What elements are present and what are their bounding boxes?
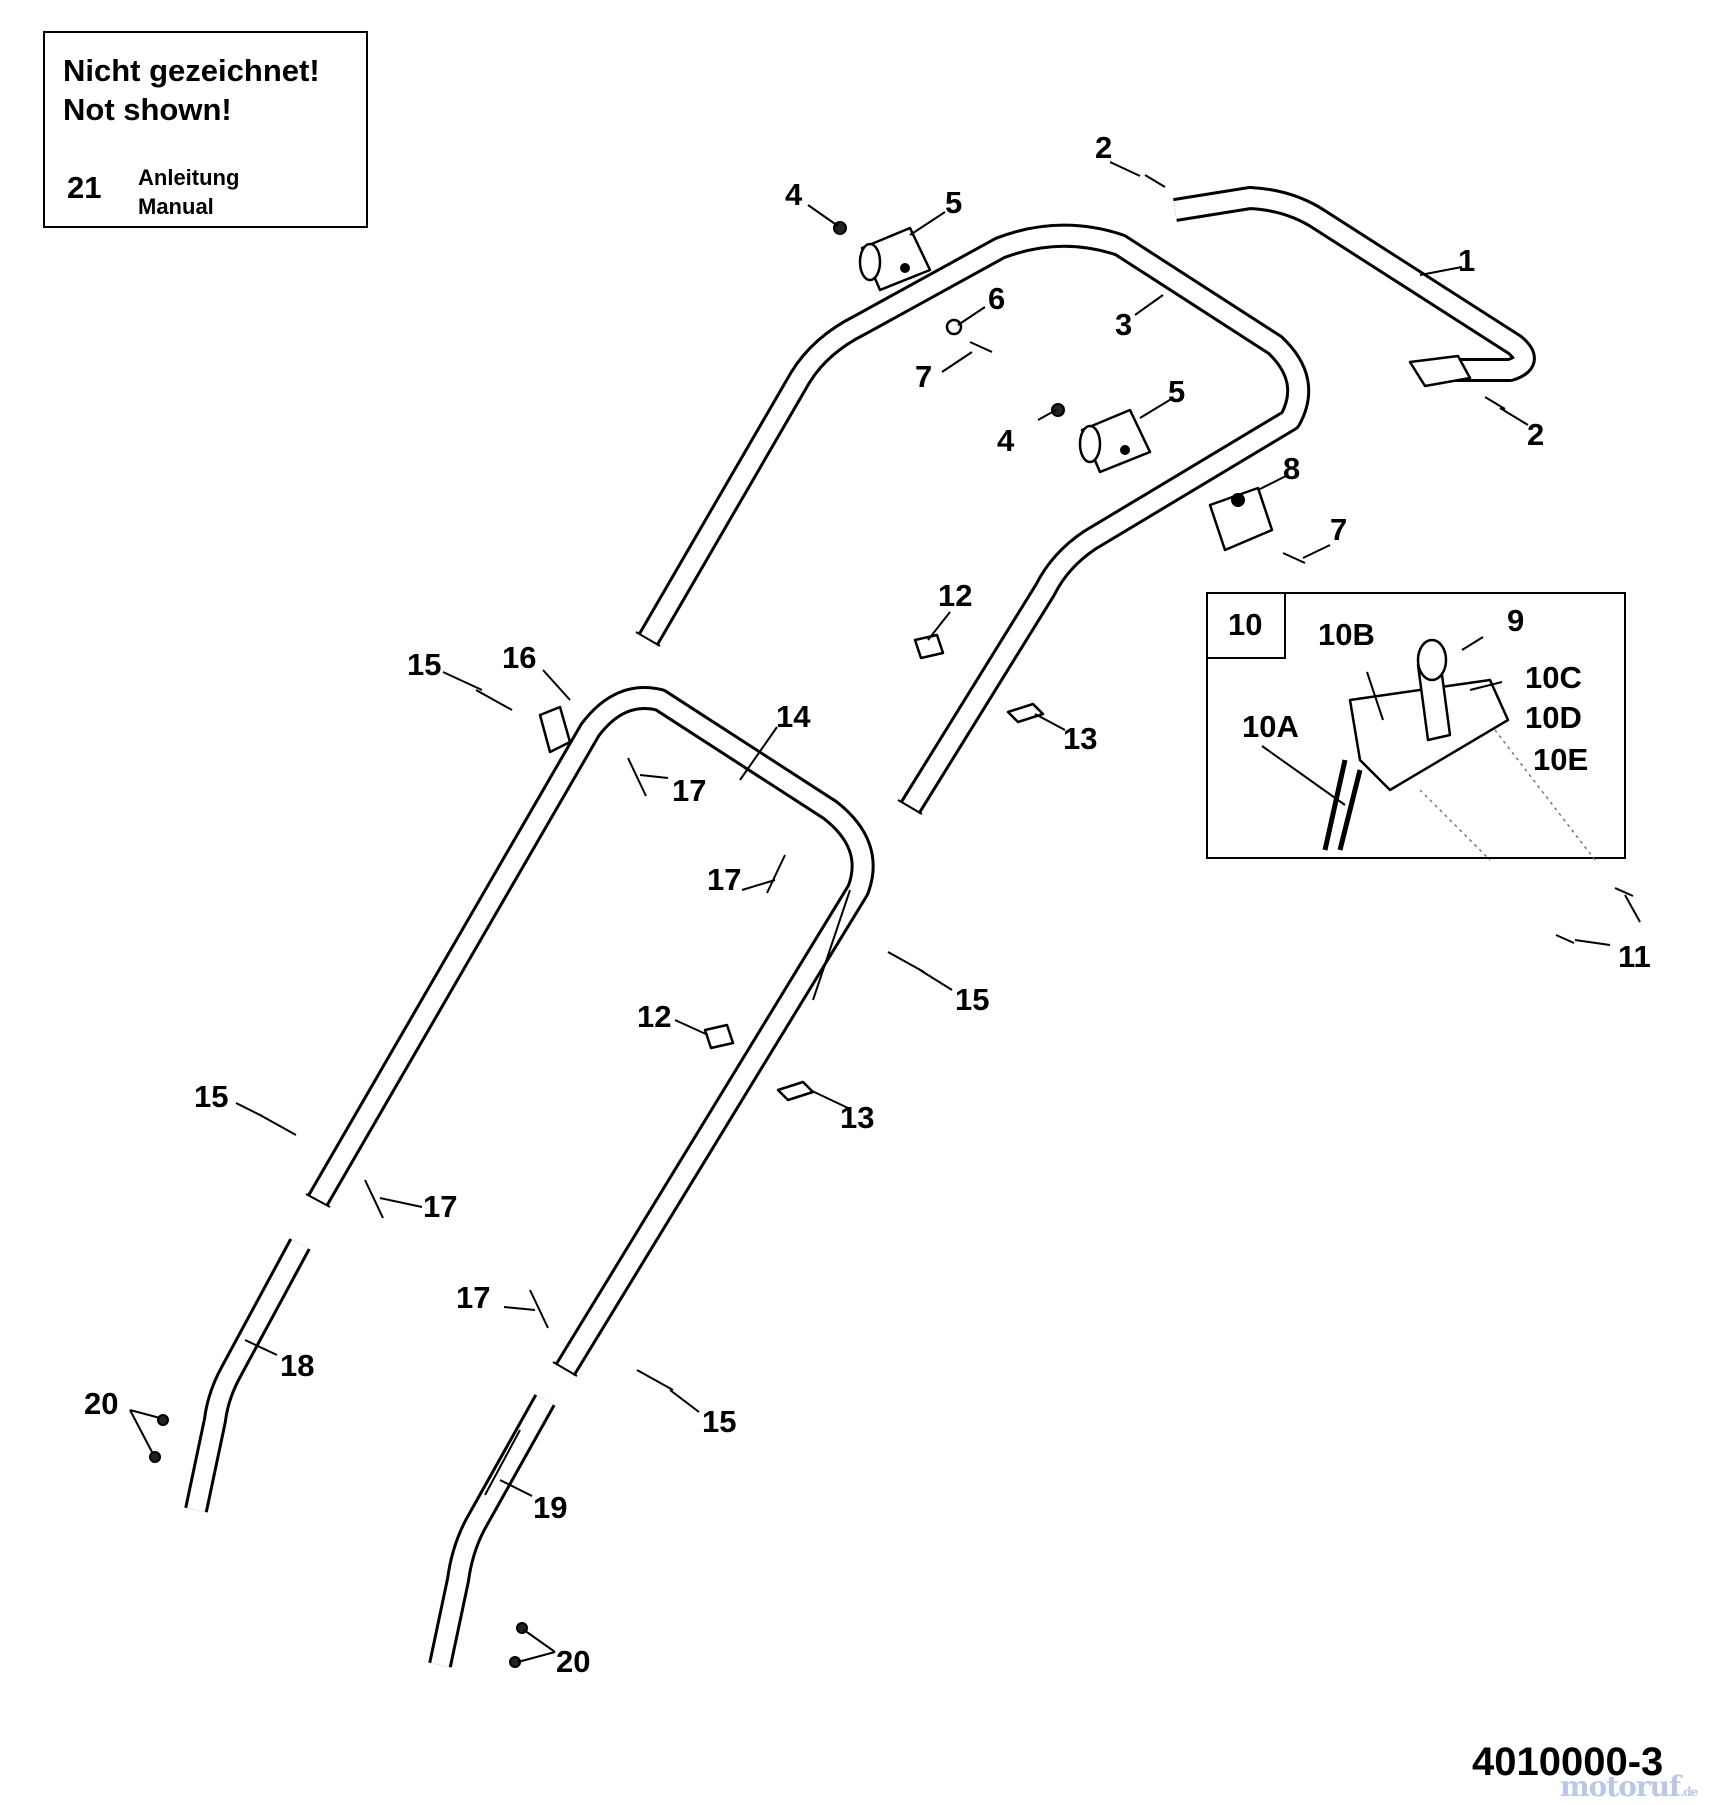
watermark-tld: .de — [1680, 1785, 1698, 1799]
not-shown-item-desc-de: Anleitung — [138, 165, 240, 190]
inset-part-10 — [1206, 592, 1626, 861]
callout-16: 16 — [502, 640, 536, 675]
watermark-main: motoruf — [1560, 1770, 1681, 1803]
inset-label-10b: 10B — [1318, 617, 1375, 652]
callout-5: 5 — [1168, 374, 1185, 409]
callout-3: 3 — [1115, 307, 1132, 342]
callout-2: 2 — [1095, 130, 1112, 165]
watermark-logo: motoruf.de — [1560, 1770, 1698, 1803]
not-shown-item-desc-en: Manual — [138, 194, 214, 219]
callout-12: 12 — [938, 578, 972, 613]
callout-19: 19 — [533, 1490, 567, 1525]
upper-handle-part-3 — [635, 223, 1311, 815]
callout-14: 14 — [776, 699, 811, 734]
leader-lines — [129, 161, 1641, 1663]
callout-labels: 1 2 2 3 4 4 5 5 6 7 7 8 11 12 12 13 13 1… — [84, 130, 1651, 1679]
not-shown-item-number: 21 — [67, 170, 102, 205]
callout-15: 15 — [702, 1404, 736, 1439]
lower-tube-part-19 — [428, 1394, 556, 1668]
inset-label-10c: 10C — [1525, 660, 1582, 695]
callout-12: 12 — [637, 999, 671, 1034]
callout-13: 13 — [840, 1100, 874, 1135]
clamp-part-5-upper — [858, 226, 932, 292]
callout-15: 15 — [194, 1079, 228, 1114]
callout-4: 4 — [997, 423, 1015, 458]
callout-8: 8 — [1283, 451, 1300, 486]
callout-17: 17 — [456, 1280, 490, 1315]
callout-17: 17 — [707, 862, 741, 897]
callout-15: 15 — [407, 647, 441, 682]
clamp-part-5-lower — [1078, 408, 1152, 474]
inset-label-10a: 10A — [1242, 709, 1299, 744]
callout-2: 2 — [1527, 417, 1544, 452]
lower-handle-part-14 — [305, 686, 875, 1377]
inset-label-10d: 10D — [1525, 700, 1582, 735]
callout-7: 7 — [915, 359, 932, 394]
not-shown-title-de: Nicht gezeichnet! — [63, 53, 320, 88]
callout-17: 17 — [423, 1189, 457, 1224]
callout-17: 17 — [672, 773, 706, 808]
bail-bar-part-1 — [1173, 186, 1536, 388]
callout-20: 20 — [84, 1386, 118, 1421]
document-number: 4010000-3 — [1472, 1740, 1664, 1784]
callout-7: 7 — [1330, 512, 1347, 547]
callout-18: 18 — [280, 1348, 314, 1383]
callout-15: 15 — [955, 982, 989, 1017]
inset-label-10e: 10E — [1533, 742, 1588, 777]
inset-label-9: 9 — [1507, 603, 1524, 638]
callout-20: 20 — [556, 1644, 590, 1679]
callout-11: 11 — [1618, 939, 1651, 974]
not-shown-box: Nicht gezeichnet! Not shown! 21 Anleitun… — [43, 31, 368, 228]
hardware — [149, 174, 1634, 1668]
callout-6: 6 — [988, 281, 1005, 316]
callout-5: 5 — [945, 185, 962, 220]
not-shown-title: Nicht gezeichnet! Not shown! — [63, 51, 320, 129]
lower-tube-part-18 — [184, 1238, 311, 1513]
not-shown-title-en: Not shown! — [63, 92, 232, 127]
not-shown-item-desc: Anleitung Manual — [138, 163, 239, 221]
bracket-part-8 — [1208, 486, 1274, 552]
callout-4: 4 — [785, 177, 803, 212]
inset-number: 10 — [1228, 607, 1262, 642]
callout-13: 13 — [1063, 721, 1097, 756]
callout-1: 1 — [1458, 243, 1475, 278]
